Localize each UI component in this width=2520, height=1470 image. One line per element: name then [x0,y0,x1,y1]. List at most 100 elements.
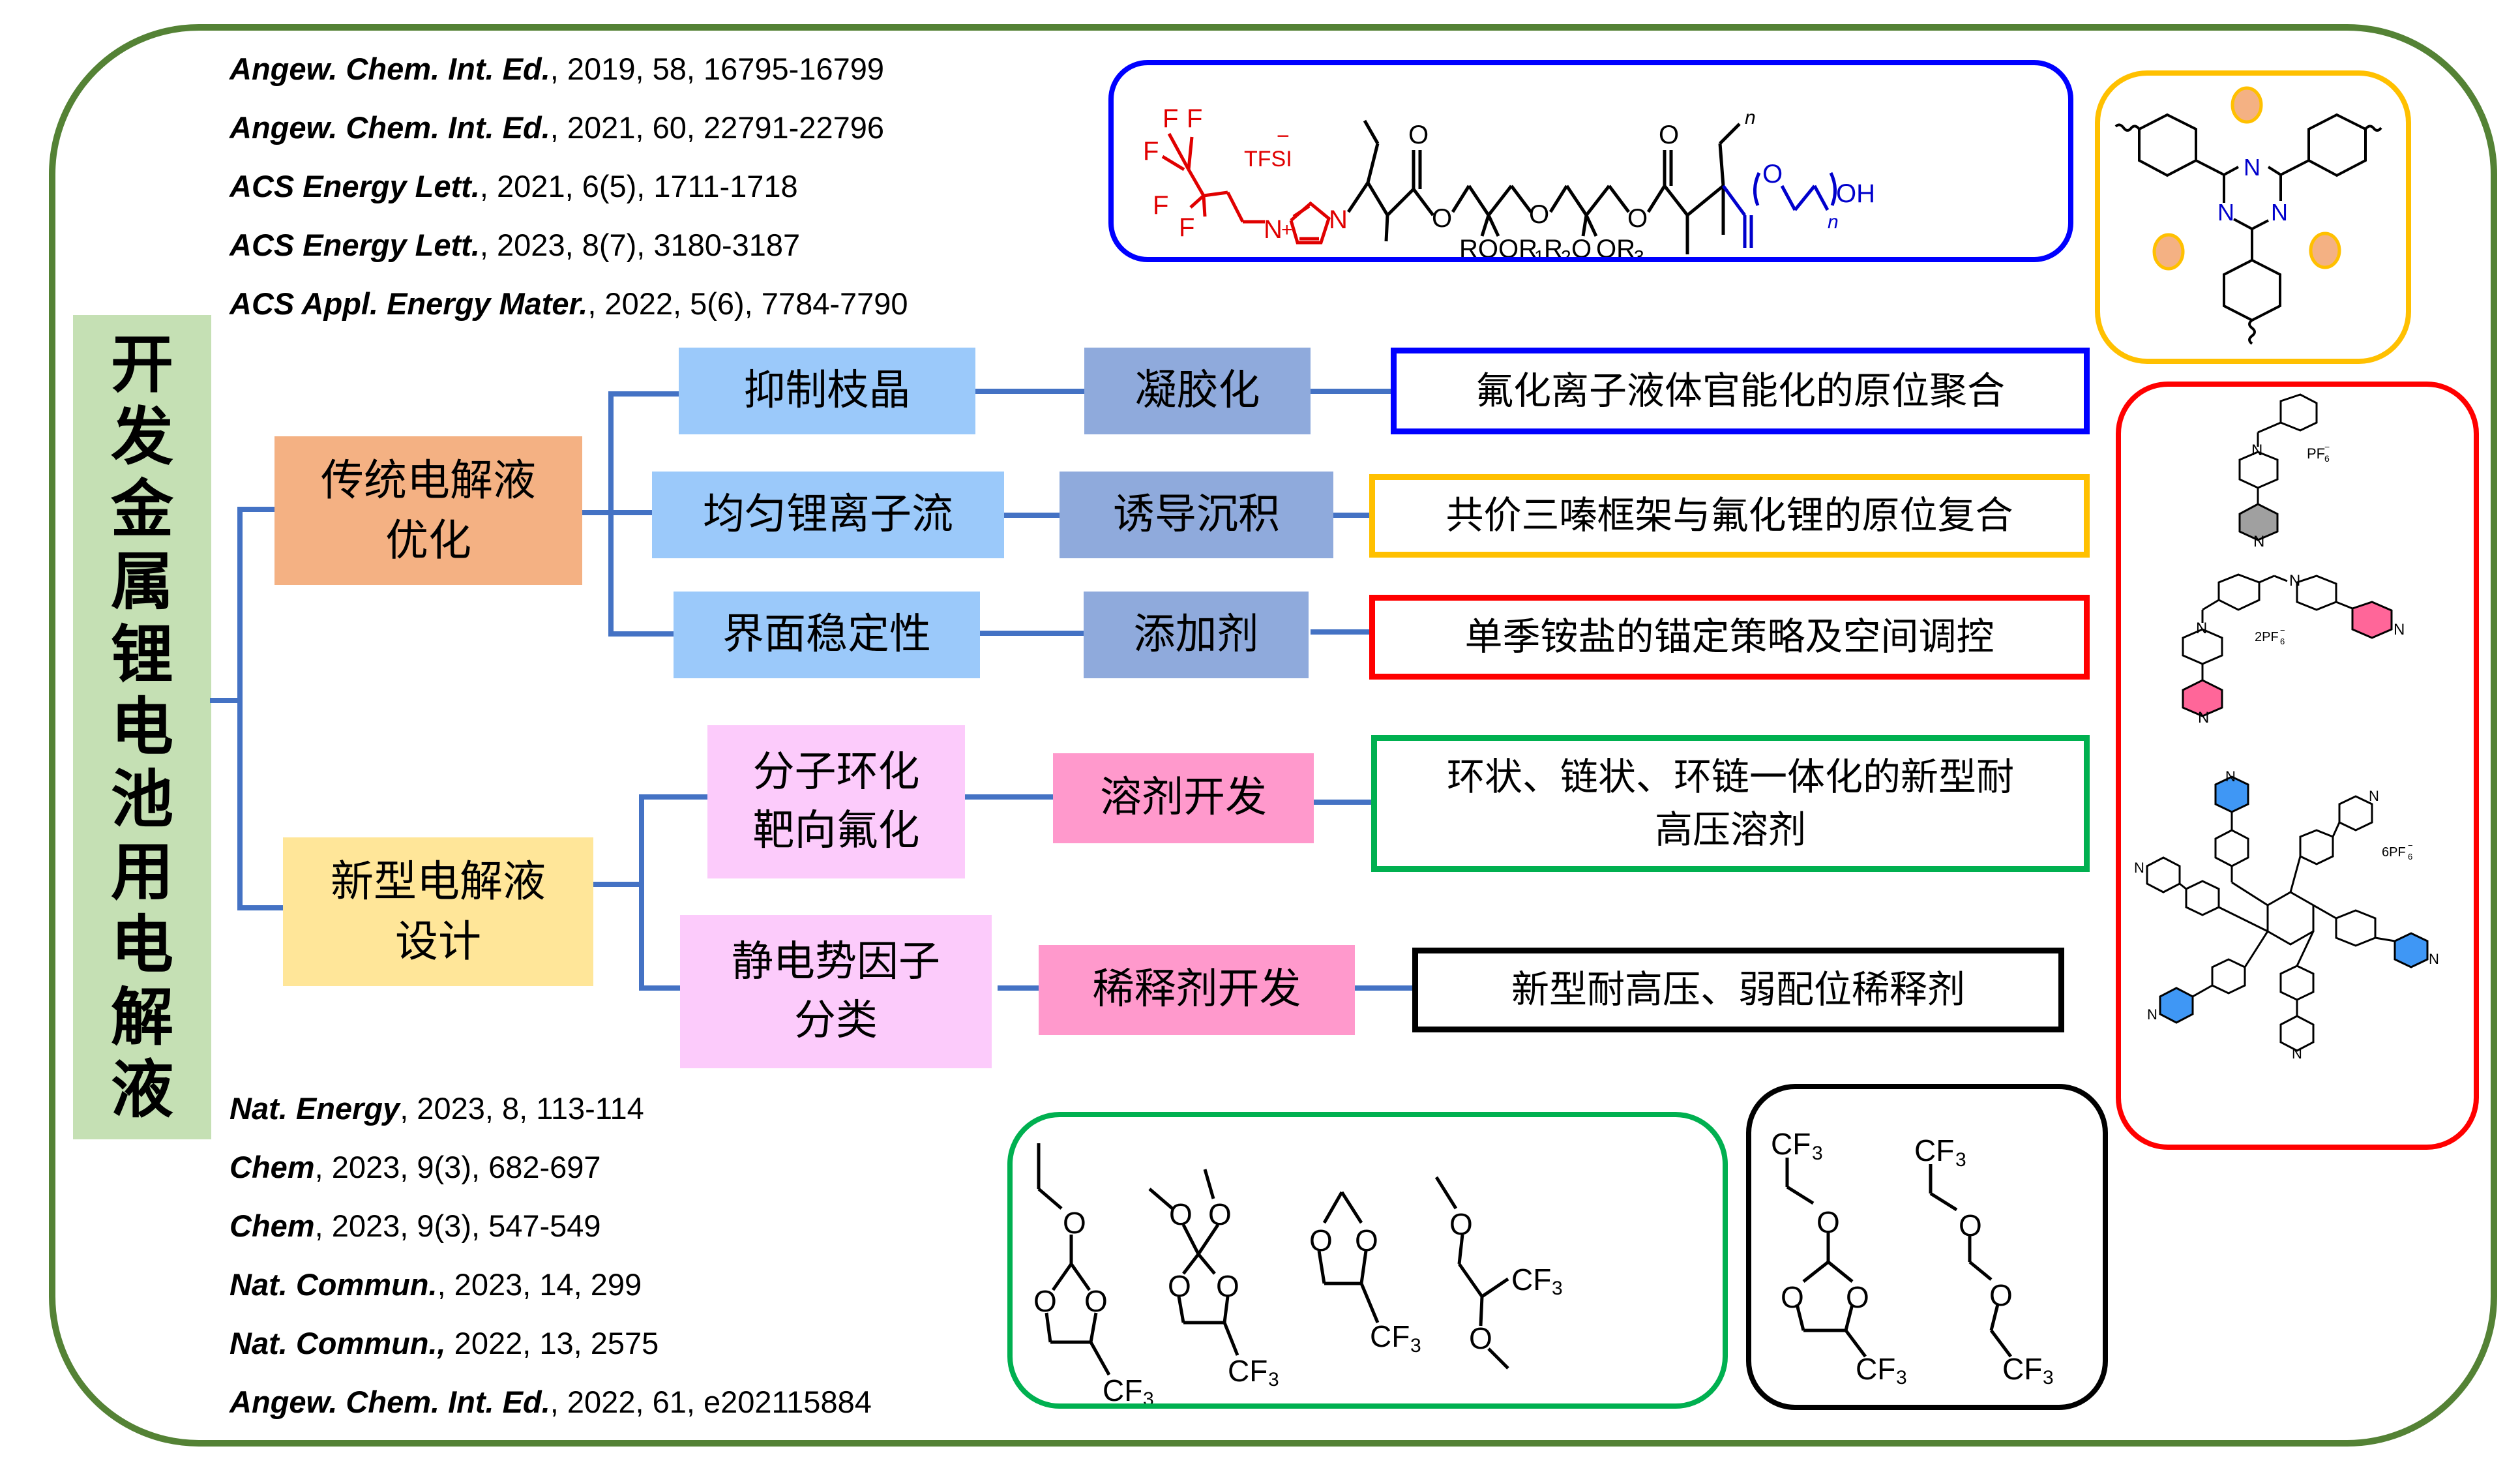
goal-uniform-li-flux: 均匀锂离子流 [652,472,1004,558]
connector-line [580,510,678,515]
atom-label: O [1033,1284,1057,1318]
atom-label: F [1179,213,1194,242]
reference: ACS Energy Lett., 2023, 8(7), 3180-3187 [230,228,801,262]
substituent-label: RO [1459,235,1498,257]
branch-label: 优化 [385,515,471,565]
atom-label: O [1084,1284,1108,1318]
subscript: 6 [2280,637,2285,646]
branch-label: 新型电解液 [331,856,546,907]
peg-chain [1721,172,1837,248]
polymer-structure: F F F F F N + N TFSI − [1143,104,1875,267]
title-character: 解 [111,980,173,1055]
atom-label: O [1989,1278,2013,1312]
counterion-label: TFSI [1244,147,1292,172]
subscript: 3 [1268,1369,1279,1390]
subscript: 6 [2408,852,2412,862]
subscript: 6 [2324,453,2330,464]
goal-label: 靶向氟化 [752,806,920,855]
connector-line [210,698,241,703]
repeat-index: n [1745,107,1756,128]
reference: Angew. Chem. Int. Ed., 2022, 61, e202115… [230,1385,872,1419]
polymer-backbone [1346,119,1741,254]
atom-label: O [1762,160,1783,188]
connector-line [998,985,1040,991]
title-character: 池 [111,762,173,837]
method-diluent-development: 稀释剂开发 [1039,945,1355,1035]
subscript: 3 [2043,1367,2054,1388]
subscript: 3 [1896,1367,1907,1388]
connector-line [965,794,1056,800]
atom-label: OH [1836,179,1875,208]
group-label: CF [1103,1373,1142,1403]
superscript: − [2408,841,2413,850]
group-label: CF [1856,1352,1895,1386]
connector-line [983,513,1061,518]
connector-line [958,631,1089,636]
atom-label: N [2251,442,2262,459]
hexa-pyridinium [2146,775,2429,1052]
atom-label: O [1449,1207,1473,1241]
connector-line [592,882,644,887]
atom-label: N [2244,154,2261,181]
title-character: 属 [111,545,173,619]
method-solvent-development: 溶剂开发 [1053,753,1314,843]
counterion-label: 6PF [2382,845,2406,860]
solvent-structures: O O O CF 3 O O O O CF 3 O O CF 3 O CF 3 … [1033,1143,1563,1410]
substituent-label: R [1544,235,1563,257]
atom-label: O [1309,1223,1333,1257]
title-character: 发 [111,399,173,473]
atom-label: N [2394,621,2405,638]
connector-line [1330,513,1369,518]
atom-label: N [2253,533,2264,550]
diluent-bonds [1785,1158,2012,1358]
atom-label: N [2147,1006,2157,1023]
group-label: CF [1228,1354,1267,1388]
goal-label: 分类 [794,996,878,1045]
atom-label: O [1781,1280,1804,1314]
reference: ACS Energy Lett., 2021, 6(5), 1711-1718 [230,169,798,203]
result-weakly-coordinating-diluents: 新型耐高压、弱配位稀释剂 [1412,948,2064,1032]
connector-line [237,507,276,512]
subscript: 3 [1812,1143,1823,1164]
connector-line [1314,800,1379,805]
method-induced-deposition: 诱导沉积 [1060,472,1333,558]
goal-label: 分子环化 [752,747,920,796]
atom-label: O [1432,204,1452,233]
atom-label: O [1063,1206,1086,1240]
substituent-label: O [1571,235,1592,257]
result-in-situ-polymerization: 氟化离子液体官能化的原位聚合 [1391,348,2090,434]
di-pyridinium [2182,573,2393,717]
group-label: CF [1511,1263,1551,1297]
atom-label: F [1153,191,1168,220]
subscript: 3 [1955,1149,1966,1171]
group-label: CF [1771,1127,1811,1161]
title-character: 用 [111,835,173,909]
result-label: 环状、链状、环链一体化的新型耐 [1446,754,2014,799]
reference: ACS Appl. Energy Mater., 2022, 5(6), 778… [230,286,908,321]
goal-interface-stability: 界面稳定性 [674,592,980,678]
atom-label: N [2271,199,2288,226]
atom-label: O [1469,1321,1492,1355]
subscript: 2 [1561,247,1571,257]
title-character: 金 [111,472,173,547]
atom-label: O [1355,1223,1378,1257]
group-label: CF [1370,1319,1410,1353]
atom-label: O [1959,1208,1982,1242]
atom-label: O [1816,1205,1840,1239]
solvent-bonds [1037,1143,1509,1376]
atom-label: O [1216,1269,1239,1303]
branch-traditional-electrolyte: 传统电解液优化 [274,436,582,585]
atom-label: O [1659,121,1679,149]
triazine-bonds [2114,113,2382,345]
high-voltage-solvents-box: O O O CF 3 O O O O CF 3 O O CF 3 O CF 3 … [1007,1112,1728,1410]
goal-cyclization-fluorination: 分子环化靶向氟化 [707,725,965,878]
subscript: 3 [1552,1278,1563,1299]
connector-line [975,389,1086,394]
mono-pyridinium [2238,393,2318,541]
atom-label: N [2429,951,2439,967]
group-label: CF [2002,1352,2042,1386]
connector-line [608,631,674,637]
group-label: CF [1914,1133,1954,1167]
fluoroalkyl-imidazolium [1161,132,1331,245]
triazine-framework-structure: N N N [2114,86,2382,345]
